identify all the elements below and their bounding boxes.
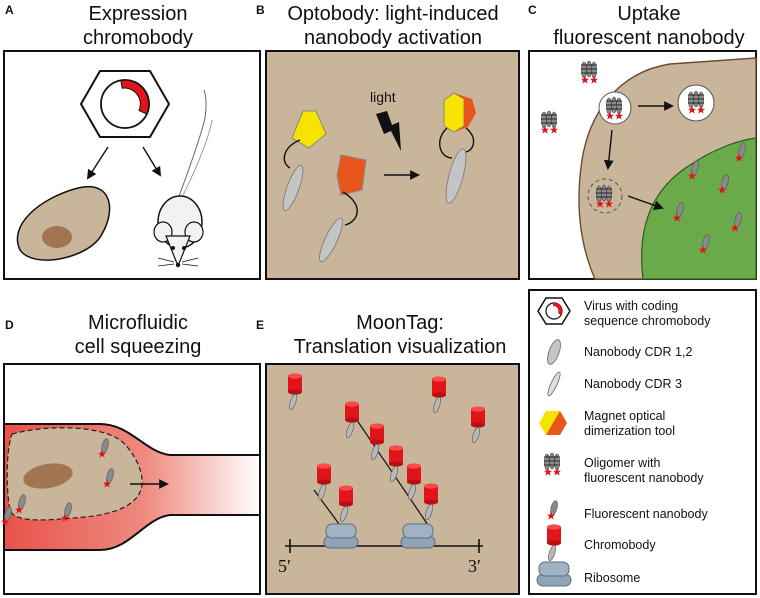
- arrow-endosome: [603, 129, 614, 170]
- ribosome-2: [400, 523, 436, 549]
- panel-c-letter: C: [528, 3, 537, 17]
- legend-label-magnet-2: dimerization tool: [584, 424, 675, 438]
- panel-d-title-line1: Microfluidic: [88, 312, 188, 334]
- legend-magnet-icon: [539, 411, 567, 435]
- legend-label-magnet-1: Magnet optical: [584, 409, 665, 423]
- panel-c: C Uptake fluorescent nanobody: [528, 3, 757, 280]
- panel-e: E MoonTag: Translation visualization 5′ …: [256, 312, 520, 595]
- panel-a-letter: A: [5, 3, 14, 17]
- panel-a-title-line1: Expression: [89, 3, 188, 25]
- arrow-release: [627, 195, 664, 211]
- five-prime-label: 5′: [278, 556, 291, 576]
- legend-label-ribosome: Ribosome: [584, 571, 640, 585]
- legend-label-cdr12: Nanobody CDR 1,2: [584, 345, 692, 359]
- panel-d: D Microfluidic cell squeezing: [1, 312, 261, 595]
- legend-nanobody-cdr12-icon: [547, 339, 561, 365]
- panel-b-frame: [265, 50, 520, 280]
- legend-label-oligomer-2: fluorescent nanobody: [584, 471, 704, 485]
- panel-d-title-line2: cell squeezing: [75, 336, 202, 358]
- panel-c-title-line1: Uptake: [617, 3, 680, 25]
- mouse-icon: [153, 89, 213, 268]
- arrow-to-mouse: [142, 146, 162, 177]
- legend-virus-icon: [537, 297, 571, 325]
- panel-a: A Expression chromobody: [3, 3, 261, 280]
- virus-icon: [79, 70, 171, 138]
- cell-icon: [16, 185, 111, 261]
- squeezed-nucleus: [23, 463, 73, 489]
- panel-b-title-line2: nanobody activation: [304, 27, 482, 49]
- legend-label-virus-1: Virus with coding: [584, 299, 678, 313]
- panel-e-letter: E: [256, 318, 264, 332]
- ribosome-1: [323, 523, 359, 549]
- legend-frame: [528, 289, 757, 595]
- legend-label-cdr3: Nanobody CDR 3: [584, 377, 682, 391]
- legend-ribosome-icon: [536, 561, 572, 587]
- legend-label-chromobody: Chromobody: [584, 538, 656, 552]
- arrow-to-cell: [86, 146, 109, 180]
- active-optobody: [439, 92, 476, 204]
- panel-c-title-line2: fluorescent nanobody: [553, 27, 744, 49]
- panel-b: B Optobody: light-induced nanobody activ…: [256, 3, 520, 280]
- light-label: light: [370, 89, 396, 105]
- legend-label-virus-2: sequence chromobody: [584, 314, 711, 328]
- inactive-optobody: [282, 110, 367, 263]
- panel-e-title-line2: Translation visualization: [294, 336, 507, 358]
- panel-d-letter: D: [5, 318, 14, 332]
- panel-b-title-line1: Optobody: light-induced: [287, 3, 498, 25]
- lightning-icon: [376, 111, 401, 151]
- legend-label-oligomer-1: Oligomer with: [584, 456, 660, 470]
- legend-label-fluorescent-nanobody: Fluorescent nanobody: [584, 507, 708, 521]
- panel-a-title-line2: chromobody: [83, 27, 193, 49]
- legend: Virus with coding sequence chromobody Na…: [528, 289, 757, 595]
- legend-nanobody-cdr3-icon: [547, 371, 561, 397]
- three-prime-label: 3′: [468, 556, 481, 576]
- panel-e-title-line1: MoonTag:: [356, 312, 444, 334]
- panel-b-letter: B: [256, 3, 265, 17]
